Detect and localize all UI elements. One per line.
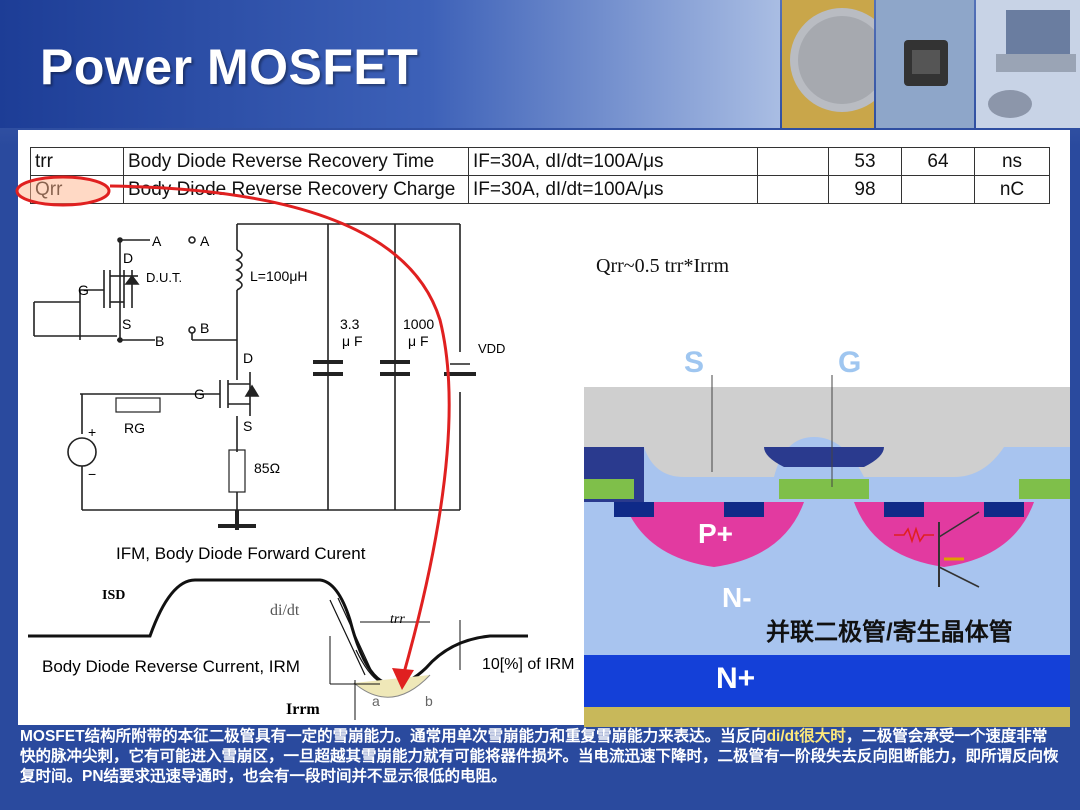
cell-min xyxy=(757,147,829,176)
note-text-1: MOSFET结构所附带的本征二极管具有一定的雪崩能力。通常用单次雪崩能力和重复雪… xyxy=(20,728,767,745)
wafer-photo xyxy=(782,0,874,128)
label-region-a: a xyxy=(372,693,380,709)
parasitic-caption: 并联二极管/寄生晶体管 xyxy=(766,619,1013,646)
label-didt: di/dt xyxy=(270,602,300,619)
label-irr-percent: 10[%] of IRM xyxy=(482,656,575,673)
label-n-minus: N- xyxy=(722,582,752,613)
label-source: S xyxy=(684,346,705,379)
cell-unit: ns xyxy=(974,147,1050,176)
qrr-formula: Qrr~0.5 trr*Irrm xyxy=(596,255,729,277)
note-highlight: di/dt很大时 xyxy=(766,728,846,745)
label-s2: S xyxy=(243,418,253,434)
label-reverse-current: Body Diode Reverse Current, IRM xyxy=(42,657,300,676)
label-minus: − xyxy=(88,466,97,482)
label-rg: RG xyxy=(124,420,145,436)
label-gate: G xyxy=(838,346,862,379)
cell-condition: IF=30A, dI/dt=100A/μs xyxy=(468,147,758,176)
label-g: G xyxy=(78,282,89,298)
note-text-2: ，二极管会承受一个速度非常快的脉冲尖刺，它有可能进入雪崩区，一旦超越其雪崩能力就… xyxy=(20,728,1059,785)
cell-max xyxy=(901,175,975,204)
label-vdd: VDD xyxy=(478,341,506,356)
label-a: A xyxy=(152,233,162,249)
label-trr: trr xyxy=(390,612,405,627)
chip-photo xyxy=(876,0,974,128)
cell-typ: 98 xyxy=(828,175,902,204)
label-plus: + xyxy=(88,424,97,440)
label-inductor: L=100μH xyxy=(250,268,308,284)
label-p-plus: P+ xyxy=(698,518,734,549)
label-s: S xyxy=(122,316,132,332)
explanation-note: MOSFET结构所附带的本征二极管具有一定的雪崩能力。通常用单次雪崩能力和重复雪… xyxy=(20,727,1060,787)
header-band xyxy=(0,0,780,128)
label-irrm: Irrm xyxy=(286,701,320,718)
spec-table: trr Body Diode Reverse Recovery Time IF=… xyxy=(30,147,1050,204)
slide-title: Power MOSFET xyxy=(40,39,419,95)
label-cap2: 1000 xyxy=(403,316,435,332)
label-dut: D.U.T. xyxy=(146,270,183,285)
label-cap1-unit: μ F xyxy=(342,333,363,349)
recovery-waveform xyxy=(28,578,528,720)
cell-min xyxy=(757,175,829,204)
test-circuit xyxy=(33,223,476,530)
cell-unit: nC xyxy=(974,175,1050,204)
label-isd: ISD xyxy=(102,588,126,603)
label-resistor: 85Ω xyxy=(254,460,281,476)
label-g2: G xyxy=(194,386,205,402)
cell-condition: IF=30A, dI/dt=100A/μs xyxy=(468,175,758,204)
label-forward-current: IFM, Body Diode Forward Curent xyxy=(116,544,366,563)
label-a2: A xyxy=(200,233,210,249)
label-region-b: b xyxy=(425,693,433,709)
label-d2: D xyxy=(243,350,254,366)
label-cap2-unit: μ F xyxy=(408,333,429,349)
mosfet-cross-section xyxy=(584,297,1070,727)
label-b2: B xyxy=(200,320,210,336)
table-row: trr Body Diode Reverse Recovery Time IF=… xyxy=(30,147,1050,176)
label-cap1: 3.3 xyxy=(340,316,360,332)
cell-max: 64 xyxy=(901,147,975,176)
label-n-plus: N+ xyxy=(716,662,756,695)
laptop-photo xyxy=(976,0,1080,128)
label-b: B xyxy=(155,333,165,349)
label-d: D xyxy=(123,250,134,266)
